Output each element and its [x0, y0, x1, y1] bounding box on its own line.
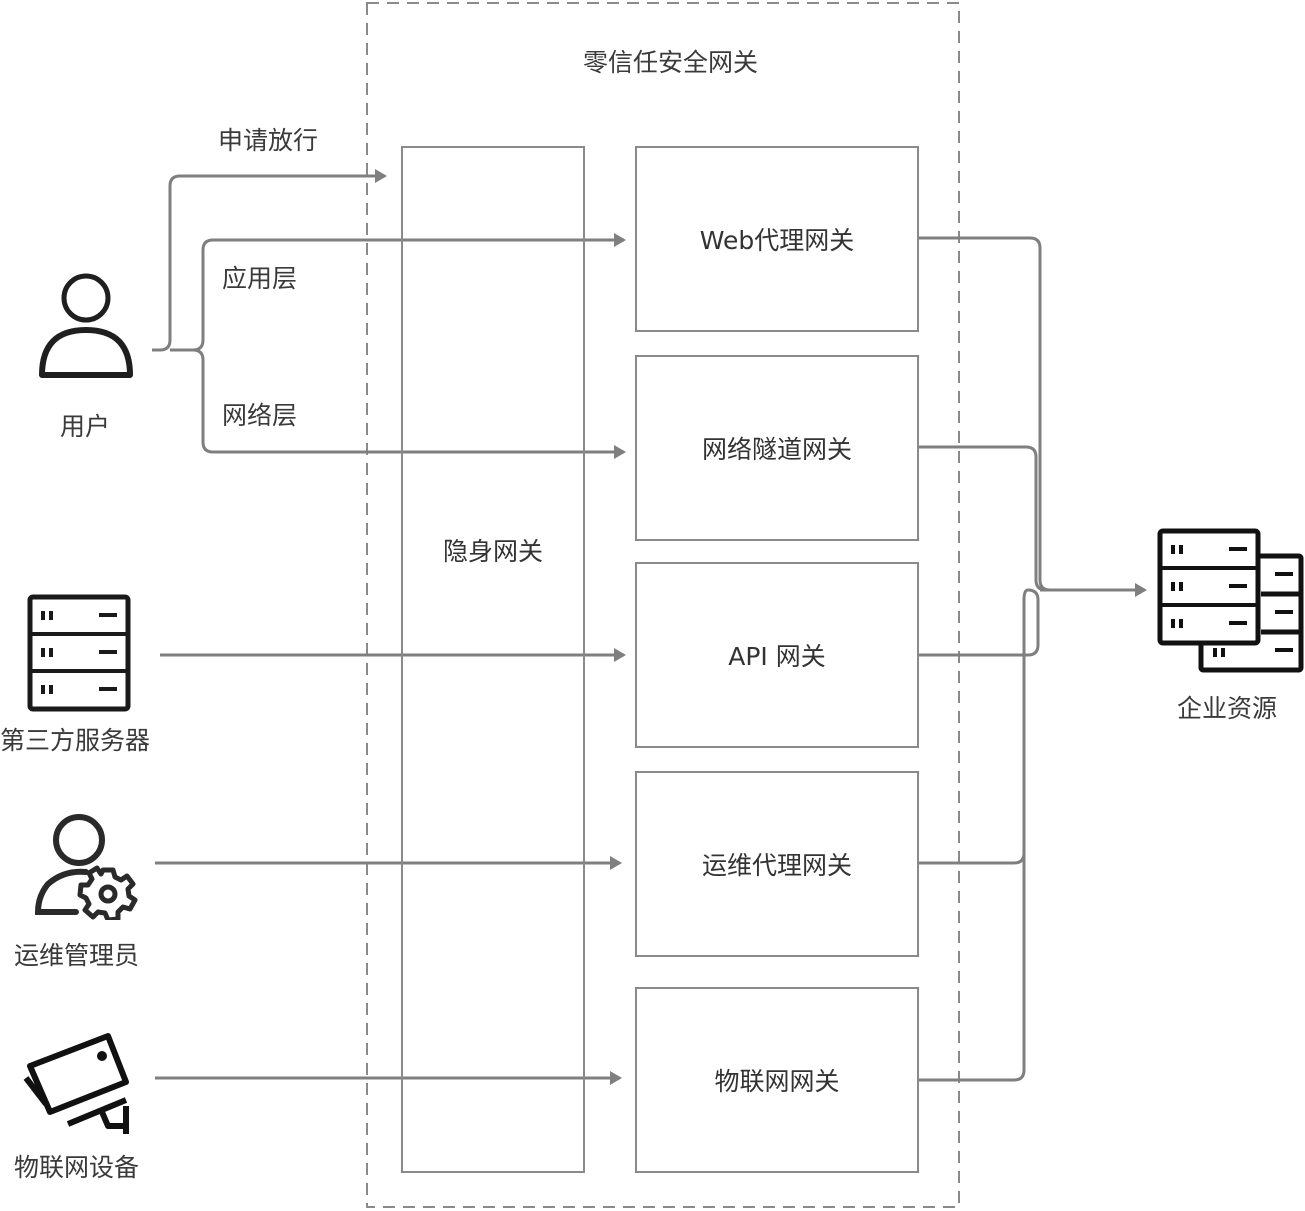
container-title: 零信任安全网关 — [583, 48, 759, 77]
edge-label-application-layer: 应用层 — [222, 264, 298, 293]
gateway-label: 网络隧道网关 — [701, 435, 852, 464]
user-gear-icon — [34, 814, 138, 920]
source-label-iot-device: 物联网设备 — [14, 1153, 140, 1182]
zero-trust-container — [366, 2, 960, 1208]
gear-icon — [77, 865, 138, 920]
gateway-api: API 网关 — [635, 562, 919, 748]
gateway-iot: 物联网网关 — [635, 987, 919, 1173]
stealth-gateway-box: 隐身网关 — [401, 146, 585, 1173]
server-cluster-icon — [1157, 528, 1304, 673]
edge-label-request-access: 申请放行 — [218, 126, 319, 155]
gateway-label: API 网关 — [728, 642, 826, 671]
server-icon — [27, 594, 131, 712]
gateway-label: 运维代理网关 — [701, 851, 852, 880]
source-label-third-party-server: 第三方服务器 — [0, 726, 151, 755]
gateway-web-proxy: Web代理网关 — [635, 146, 919, 332]
gateway-network-tunnel: 网络隧道网关 — [635, 355, 919, 541]
stealth-gateway-label: 隐身网关 — [442, 537, 543, 566]
camera-icon — [23, 1033, 129, 1134]
edge-tunnel-gateway-to-resources — [918, 445, 1047, 592]
edge-api-gateway-to-resources — [918, 588, 1040, 862]
edge-iot-gateway-to-resources — [918, 860, 1026, 1082]
edge-user-to-stealth-gateway — [152, 169, 387, 352]
edge-user-to-tunnel-gateway — [192, 348, 626, 459]
user-icon — [39, 273, 133, 378]
source-label-user: 用户 — [60, 412, 111, 441]
gateway-label: 物联网网关 — [714, 1067, 840, 1096]
gateway-ops-proxy: 运维代理网关 — [635, 771, 919, 957]
gateway-label: Web代理网关 — [699, 226, 855, 255]
target-label-enterprise-resources: 企业资源 — [1177, 694, 1278, 723]
source-label-ops-admin: 运维管理员 — [14, 941, 140, 970]
edge-ops-gateway-to-resources — [918, 852, 1026, 865]
edge-web-gateway-to-resources — [918, 236, 1051, 592]
edge-label-network-layer: 网络层 — [222, 401, 298, 430]
